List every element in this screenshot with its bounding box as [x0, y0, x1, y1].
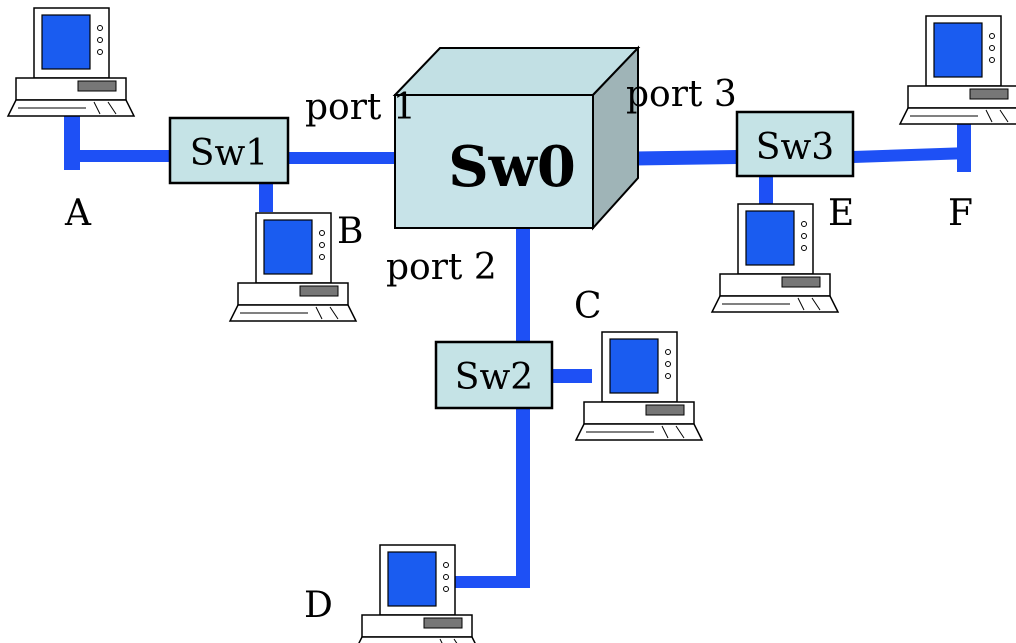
sw3-label: Sw3	[756, 127, 834, 168]
host-f-label: F	[948, 193, 973, 234]
host-b-label: B	[337, 211, 363, 252]
switch-sw3: Sw3	[735, 110, 855, 178]
port-1-label: port 1	[305, 87, 416, 128]
port-3-label: port 3	[626, 74, 737, 115]
link-sw3-f-horizontal	[852, 147, 971, 163]
computer-f-icon	[899, 15, 1016, 125]
sw2-label: Sw2	[455, 357, 533, 398]
host-d-label: D	[304, 585, 333, 626]
host-a-label: A	[64, 193, 92, 234]
switch-sw2: Sw2	[434, 340, 554, 410]
sw0-label: Sw0	[448, 134, 576, 200]
switch-sw1: Sw1	[168, 116, 290, 185]
computer-d-icon	[353, 544, 481, 643]
sw1-label: Sw1	[190, 133, 268, 174]
sw0-front-face	[394, 94, 594, 229]
computer-c-icon	[575, 331, 703, 441]
switch-sw0: Sw0	[392, 45, 641, 231]
port-2-label: port 2	[386, 247, 497, 288]
computer-e-icon	[711, 203, 839, 313]
host-c-label: C	[574, 286, 602, 327]
computer-a-icon	[7, 7, 135, 117]
host-e-label: E	[828, 193, 854, 234]
